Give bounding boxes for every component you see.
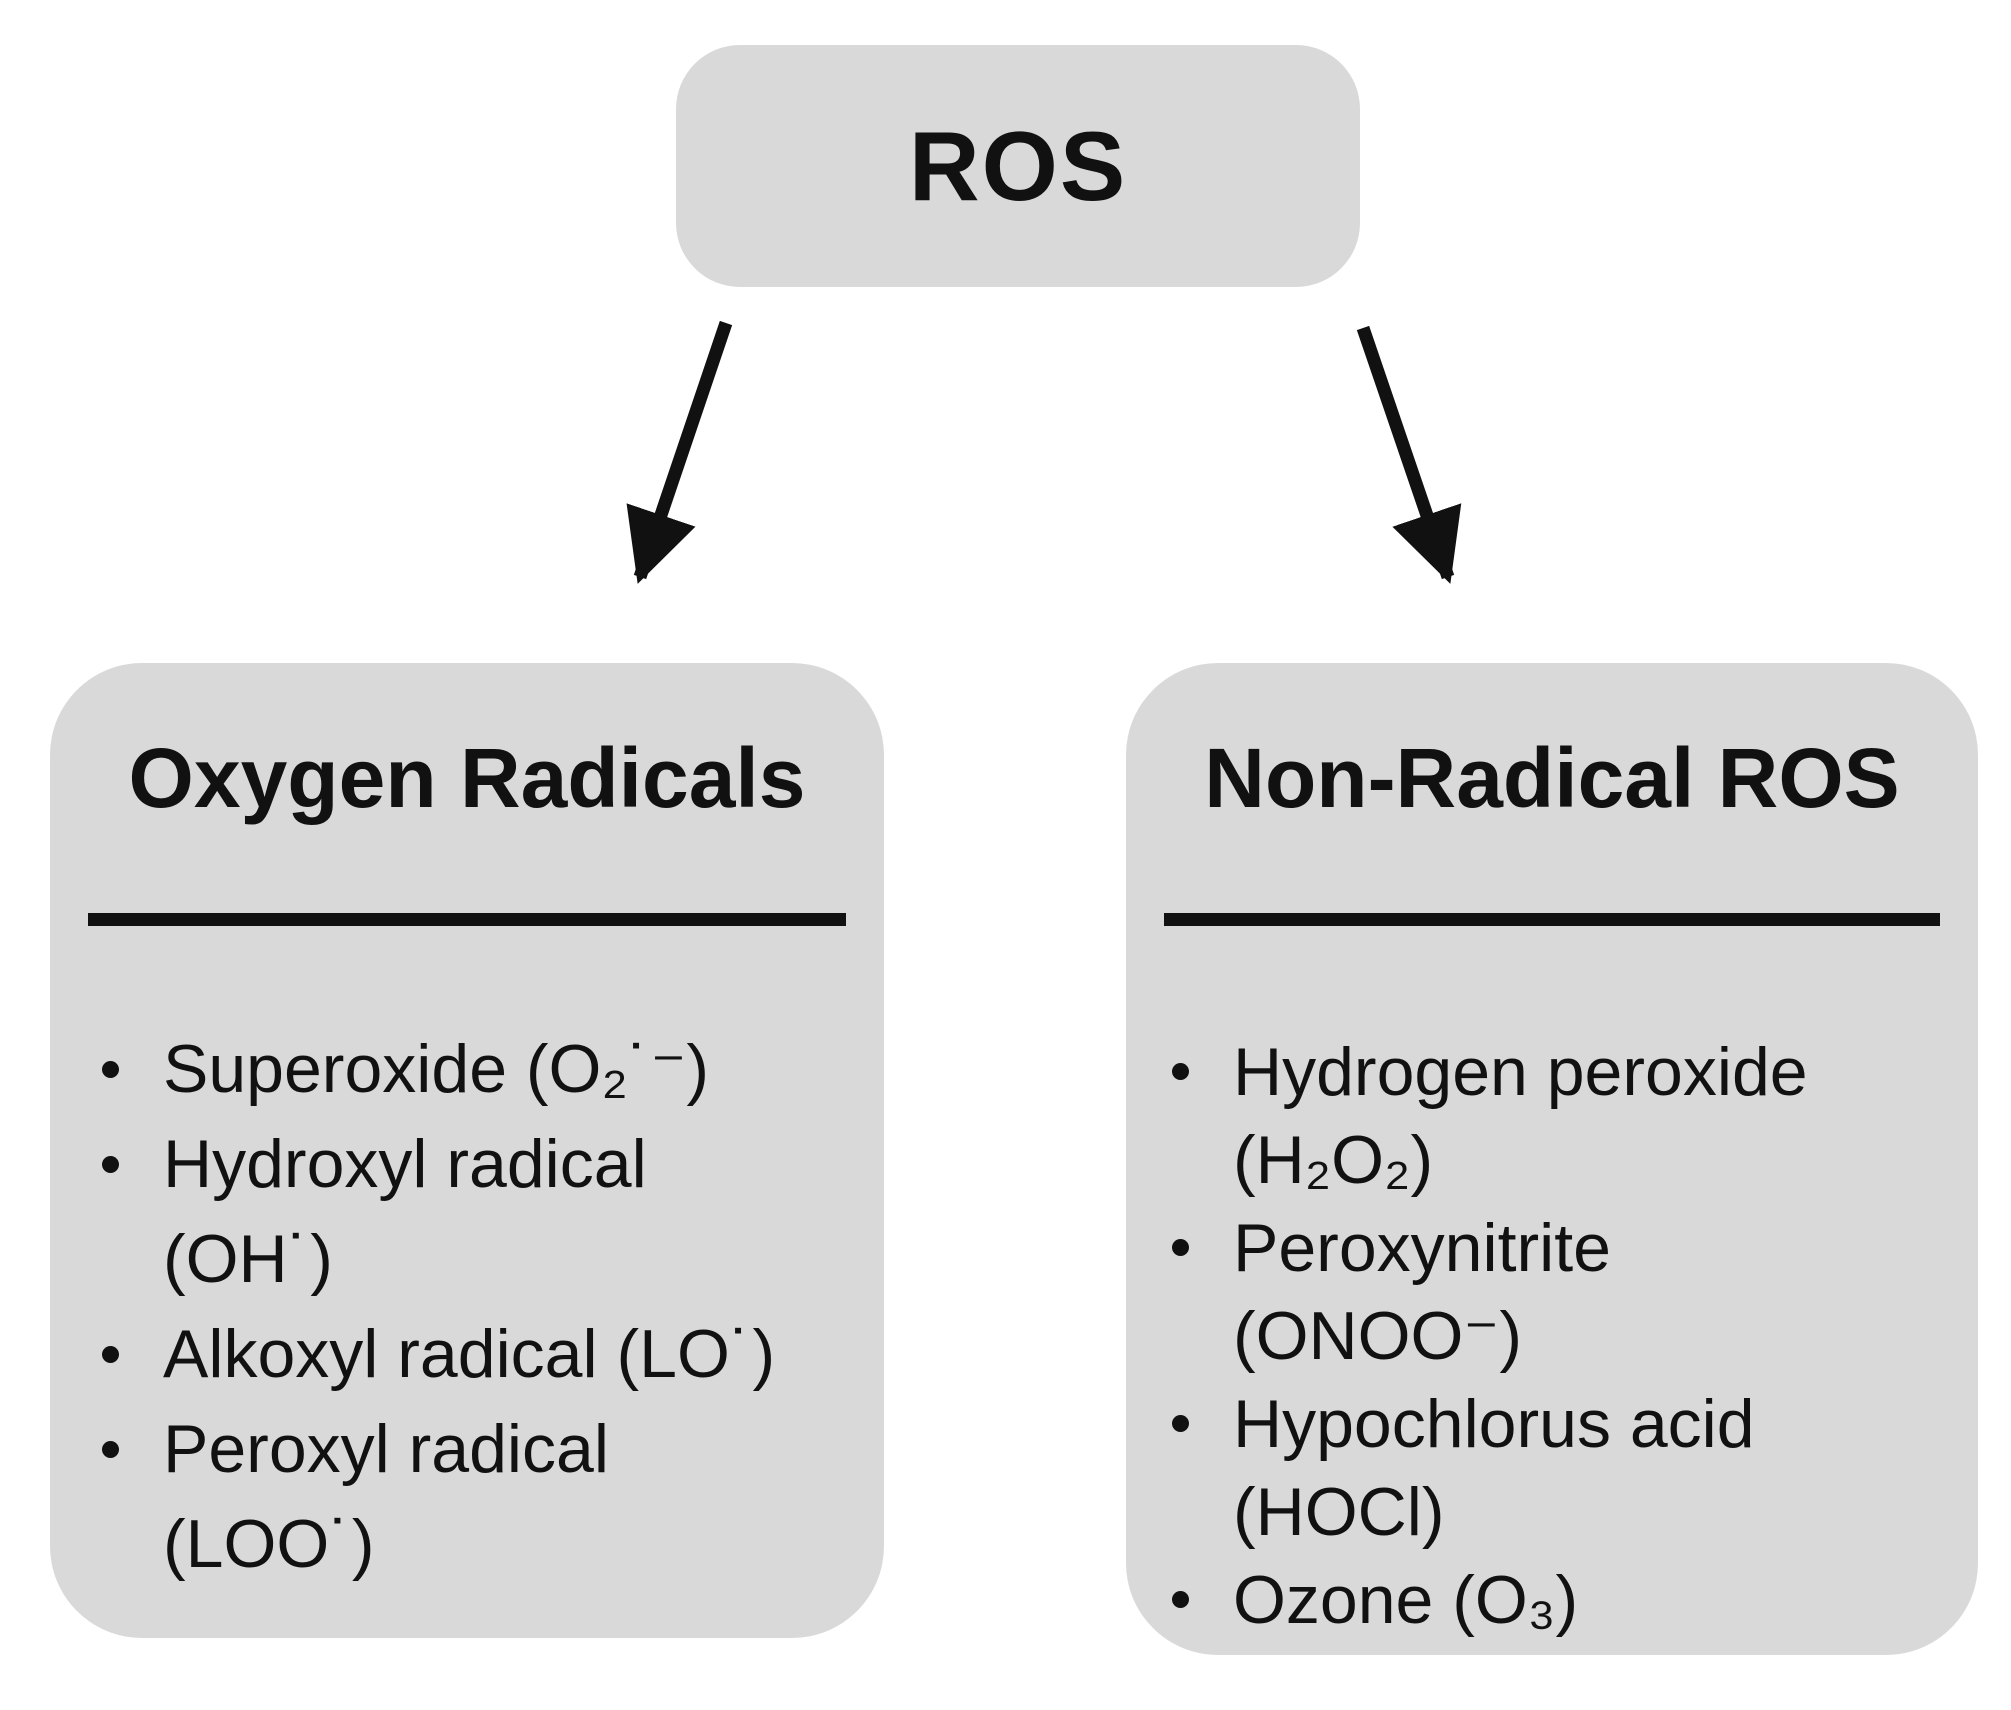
connector-arrow-right bbox=[1356, 325, 1462, 584]
bullet-icon bbox=[102, 1156, 119, 1173]
list-item-line: Hydroxyl radical bbox=[163, 1126, 647, 1202]
list-item-line: Hypochlorus acid bbox=[1233, 1386, 1755, 1462]
list-item: Superoxide (O₂˙⁻) bbox=[102, 1022, 874, 1117]
list-item-line: (OH˙) bbox=[163, 1221, 333, 1297]
non-radical-ros-title: Non-Radical ROS bbox=[1204, 731, 1900, 825]
list-item-line: Ozone (O₃) bbox=[1233, 1562, 1579, 1638]
list-item: Hydroxyl radical (OH˙) bbox=[102, 1117, 874, 1307]
bullet-icon bbox=[1172, 1415, 1189, 1432]
list-item: Ozone (O₃) bbox=[1172, 1556, 1968, 1644]
list-item-line: Alkoxyl radical (LO˙) bbox=[163, 1316, 776, 1392]
bullet-icon bbox=[102, 1346, 119, 1363]
bullet-icon bbox=[1172, 1063, 1189, 1080]
list-item-line: (ONOO⁻) bbox=[1233, 1298, 1522, 1374]
ros-root-node: ROS bbox=[676, 45, 1360, 287]
connector-arrow-left bbox=[626, 320, 733, 584]
list-item: Hypochlorus acid (HOCl) bbox=[1172, 1380, 1968, 1556]
list-item-line: Peroxynitrite bbox=[1233, 1210, 1611, 1286]
non-radical-ros-list: Hydrogen peroxide (H₂O₂) Peroxynitrite (… bbox=[1126, 1028, 1978, 1644]
list-item: Peroxyl radical (LOO˙) bbox=[102, 1402, 874, 1592]
non-radical-ros-box: Non-Radical ROS Hydrogen peroxide (H₂O₂)… bbox=[1126, 663, 1978, 1655]
bullet-icon bbox=[102, 1061, 119, 1078]
bullet-icon bbox=[1172, 1591, 1189, 1608]
list-item: Hydrogen peroxide (H₂O₂) bbox=[1172, 1028, 1968, 1204]
list-item-line: (LOO˙) bbox=[163, 1506, 375, 1582]
title-divider bbox=[1164, 913, 1940, 926]
list-item-line: (H₂O₂) bbox=[1233, 1122, 1434, 1198]
title-divider bbox=[88, 913, 846, 926]
list-item-line: Superoxide (O₂˙⁻) bbox=[163, 1031, 710, 1107]
oxygen-radicals-title: Oxygen Radicals bbox=[128, 731, 806, 825]
list-item: Peroxynitrite (ONOO⁻) bbox=[1172, 1204, 1968, 1380]
list-item-line: (HOCl) bbox=[1233, 1474, 1445, 1550]
oxygen-radicals-list: Superoxide (O₂˙⁻) Hydroxyl radical (OH˙)… bbox=[50, 1022, 884, 1592]
list-item: Alkoxyl radical (LO˙) bbox=[102, 1307, 874, 1402]
list-item-line: Peroxyl radical bbox=[163, 1411, 609, 1487]
bullet-icon bbox=[102, 1441, 119, 1458]
bullet-icon bbox=[1172, 1239, 1189, 1256]
oxygen-radicals-box: Oxygen Radicals Superoxide (O₂˙⁻) Hydrox… bbox=[50, 663, 884, 1638]
list-item-line: Hydrogen peroxide bbox=[1233, 1034, 1808, 1110]
ros-root-label: ROS bbox=[908, 110, 1128, 221]
